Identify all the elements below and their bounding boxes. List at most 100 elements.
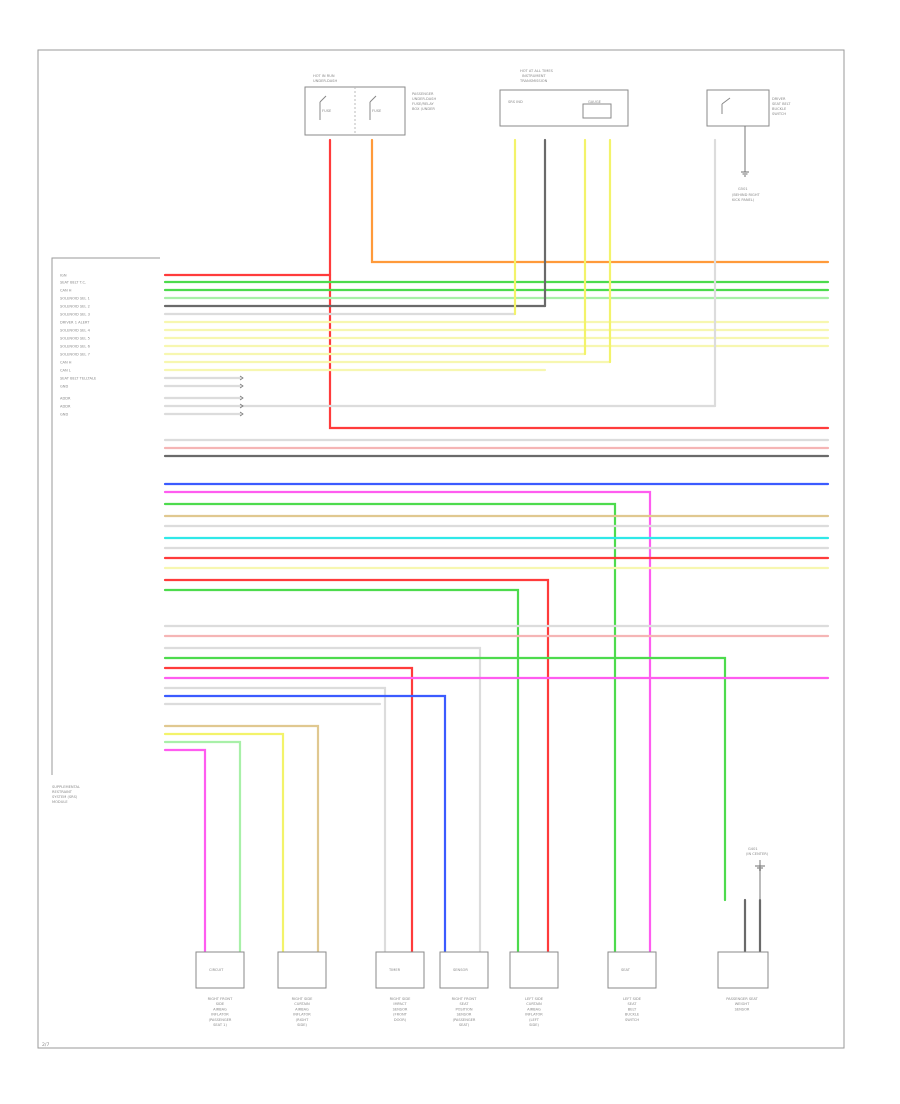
bottom-right-ground: G401 (IN CENTER) [746, 847, 769, 900]
wire [328, 273, 830, 430]
pin-label: DRIVER 1 ALERT [60, 321, 90, 325]
gauge-component: HOT AT ALL TIMES INSTRUMENT TRANSMISSION… [499, 69, 629, 127]
component-label: SIDE) [297, 1023, 307, 1027]
seatbelt-switch-box [706, 89, 770, 127]
gauge-inner-1: SRS IND [508, 100, 523, 104]
svg-text:(IN CENTER): (IN CENTER) [746, 852, 769, 856]
component-label: BUCKLE [625, 1013, 640, 1017]
component-label: SWITCH [625, 1018, 639, 1022]
component-code: TIMER [388, 968, 401, 972]
component-box [195, 951, 245, 989]
wire [163, 578, 550, 962]
ground-icon [741, 171, 749, 177]
fuse-box-side-2: UNDER-DASH [412, 97, 436, 101]
wire [163, 740, 242, 962]
pin-label: SEAT BELT T.C. [60, 281, 86, 285]
component-label: SEAT [628, 1002, 638, 1006]
component-label: BELT [628, 1007, 637, 1011]
component-label: RIGHT SIDE [292, 997, 313, 1001]
component-c2: RIGHT SIDECURTAINAIRBAGINFLATOR(RIGHTSID… [277, 951, 327, 1027]
wire [163, 748, 207, 962]
component-box [509, 951, 559, 989]
wire [163, 656, 727, 902]
component-label: INFLATOR [525, 1013, 543, 1017]
srs-module-outline [51, 257, 160, 775]
wire [370, 138, 830, 264]
wire [163, 646, 482, 962]
component-label: CURTAIN [526, 1002, 542, 1006]
component-label: SEAT 1) [213, 1023, 227, 1027]
ground-icon-2 [755, 865, 765, 871]
pin-label: CAN L [60, 369, 71, 373]
connector-arrow [239, 395, 244, 401]
component-label: SENSOR [457, 1013, 472, 1017]
wire-harness [163, 138, 830, 962]
fuse-box-label-1: HOT IN RUN [313, 74, 335, 78]
seatbelt-side-3: BUCKLE [772, 107, 787, 111]
wire [163, 502, 617, 962]
pin-label: SEAT BELT TELLTALE [60, 377, 97, 381]
component-label: INFLATOR [293, 1013, 311, 1017]
gauge-label-2: INSTRUMENT [522, 74, 546, 78]
seatbelt-side-4: SWITCH [772, 112, 786, 116]
component-label: (RIGHT [296, 1018, 309, 1022]
wire [163, 666, 414, 962]
component-code: CIRCUIT [209, 968, 224, 972]
component-label: SIDE) [529, 1023, 539, 1027]
module-footer-2: RESTRAINT [52, 790, 73, 794]
gauge-indicator [582, 103, 612, 119]
pin-label: SOLENOID SEL 6 [60, 345, 91, 349]
page-frame [37, 49, 845, 1049]
fuse-box-label-2: UNDER-DASH [313, 79, 337, 83]
pin-label: GND [60, 385, 68, 389]
seatbelt-side-2: SEAT BELT [772, 102, 791, 106]
component-label: IMPACT [393, 1002, 407, 1006]
pin-label: SOLENOID SEL 2 [60, 305, 90, 309]
wire [163, 694, 447, 962]
component-label: RIGHT FRONT [452, 997, 477, 1001]
pin-label: ADDR [60, 405, 71, 409]
component-label: RIGHT FRONT [208, 997, 233, 1001]
component-label: SEAT) [459, 1023, 470, 1027]
component-label: (PASSENGER [209, 1018, 232, 1022]
pin-label: CAN H [60, 361, 72, 365]
pin-label: SOLENOID SEL 3 [60, 313, 90, 317]
svg-text:FUSE: FUSE [372, 109, 382, 113]
component-label: RIGHT SIDE [390, 997, 411, 1001]
fuse-box-side-1: PASSENGER [412, 92, 434, 96]
wire [163, 490, 652, 962]
component-label: AIRBAG [527, 1007, 541, 1011]
component-box [277, 951, 327, 989]
component-label: SENSOR [393, 1007, 408, 1011]
component-box [375, 951, 425, 989]
pin-label: ADDR [60, 397, 71, 401]
module-footer-3: SYSTEM (SRS) [52, 795, 78, 799]
component-label: LEFT SIDE [525, 997, 544, 1001]
component-label: PASSENGER SEAT [726, 997, 758, 1001]
seatbelt-switch-component: DRIVER SEAT BELT BUCKLE SWITCH G501 (BEH… [706, 89, 791, 202]
svg-text:(BEHIND RIGHT: (BEHIND RIGHT [732, 193, 761, 197]
wire [163, 588, 520, 962]
gauge-label-3: TRANSMISSION [519, 79, 548, 83]
pin-label: GND [60, 413, 68, 417]
wire [163, 686, 387, 962]
gauge-label-1: HOT AT ALL TIMES [520, 69, 554, 73]
component-label: POSITION [455, 1007, 472, 1011]
wire [163, 724, 320, 962]
pin-label: SOLENOID SEL 7 [60, 353, 90, 357]
fuse-box-component: HOT IN RUN UNDER-DASH PASSENGER UNDER-DA… [304, 74, 436, 136]
component-label: LEFT SIDE [623, 997, 642, 1001]
gauge-inner-2: GAUGE [588, 100, 602, 104]
component-code: SENSOR [453, 968, 468, 972]
component-box [607, 951, 657, 989]
page-id: 2/7 [42, 1042, 49, 1048]
connector-arrow [239, 375, 244, 381]
